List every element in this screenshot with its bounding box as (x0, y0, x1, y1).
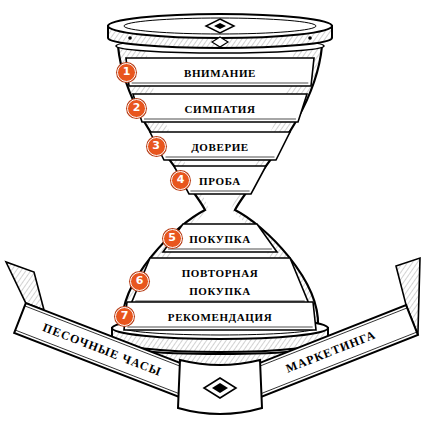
callout-number: 4 (171, 171, 190, 190)
band-text-wrap: СИМПАТИЯ (133, 94, 307, 122)
band-ledge (190, 191, 249, 192)
callout-number: 3 (147, 137, 166, 156)
band-shape (150, 132, 290, 160)
band-shape (133, 94, 307, 122)
band-label: ПОКУПКА (189, 233, 251, 245)
top-diamond (206, 19, 234, 33)
callout-number: 5 (163, 229, 182, 248)
top-plate (108, 14, 332, 38)
top-diamond-core (214, 23, 226, 29)
funnel-band: ПОВТОРНАЯ ПОКУПКА (131, 258, 309, 304)
rim-stud (308, 36, 312, 40)
band-label: ДОВЕРИЕ (191, 141, 249, 153)
band-shape (126, 58, 314, 86)
band-text-wrap: ВНИМАНИЕ (126, 58, 314, 86)
rim-stud (128, 36, 132, 40)
band-shape (124, 302, 316, 330)
rim-diamond (212, 37, 228, 47)
band-shape (131, 258, 309, 304)
funnel-band: РЕКОМЕНДАЦИЯ (124, 302, 316, 330)
band-text-wrap: ПОВТОРНАЯ ПОКУПКА (131, 258, 309, 304)
band-ledge (144, 119, 296, 120)
band-label: РЕКОМЕНДАЦИЯ (168, 311, 272, 323)
band-ledge (132, 83, 309, 84)
band-text-wrap: ДОВЕРИЕ (150, 132, 290, 160)
callout-number: 1 (117, 63, 136, 82)
band-ledge (127, 327, 312, 328)
glass-body (118, 46, 322, 326)
ribbon-title: МАРКЕТИНГА (284, 327, 379, 376)
ribbon-diamond-core (212, 383, 228, 393)
callout-number: 7 (115, 307, 134, 326)
band-label: ПРОБА (199, 175, 241, 187)
band-shape (163, 224, 277, 252)
ribbon-diamond (204, 378, 236, 398)
band-label: ВНИМАНИЕ (184, 67, 256, 79)
funnel-band: ВНИМАНИЕ (126, 58, 314, 86)
top-plate-inner (124, 18, 316, 34)
band-label: ПОВТОРНАЯ ПОКУПКА (182, 267, 259, 297)
callout-number: 6 (130, 272, 149, 291)
ribbon-center (178, 360, 262, 414)
funnel-band: ДОВЕРИЕ (150, 132, 290, 160)
band-label: СИМПАТИЯ (184, 103, 255, 115)
callout-number: 2 (127, 99, 146, 118)
band-ledge (168, 249, 272, 250)
band-ledge (166, 157, 275, 158)
band-text-wrap: РЕКОМЕНДАЦИЯ (124, 302, 316, 330)
band-outline (131, 258, 309, 304)
funnel-band: СИМПАТИЯ (133, 94, 307, 122)
